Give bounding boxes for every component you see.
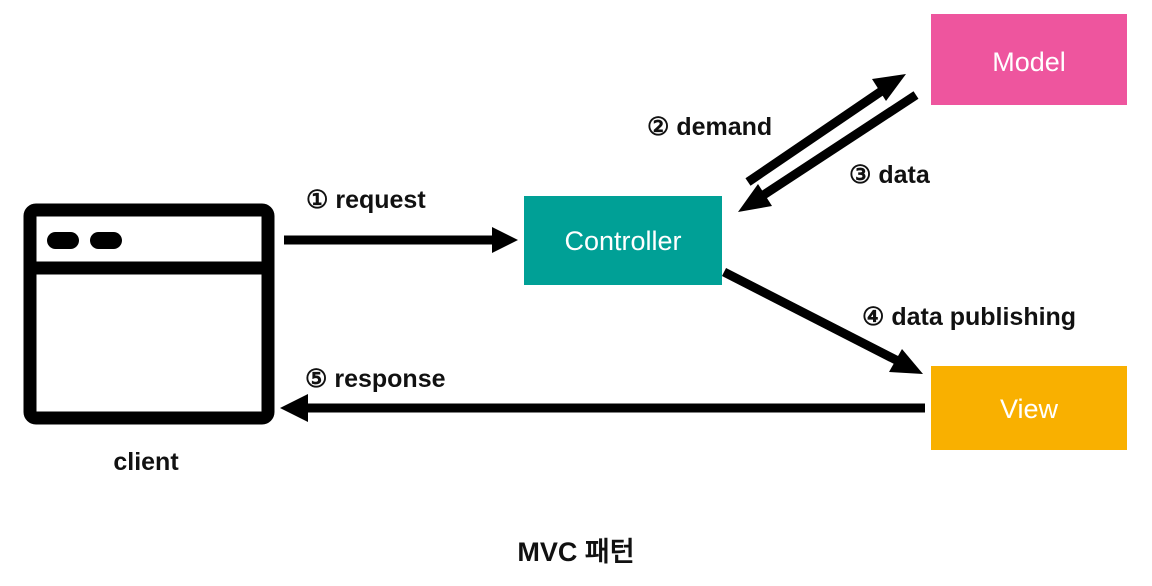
response-arrow-head xyxy=(280,394,308,422)
browser-dot-1-icon xyxy=(47,232,79,249)
client-label: client xyxy=(113,448,179,476)
edge-data xyxy=(738,91,919,212)
view-box[interactable] xyxy=(931,366,1127,450)
client-browser-window-icon[interactable] xyxy=(23,203,275,425)
view-label: View xyxy=(1000,394,1059,424)
model-label: Model xyxy=(992,47,1066,77)
browser-dot-2-icon xyxy=(90,232,122,249)
data-publishing-arrow-line xyxy=(721,267,903,367)
controller-label: Controller xyxy=(564,226,681,256)
edge-response xyxy=(280,394,925,422)
node-view[interactable]: View xyxy=(931,366,1127,450)
node-model[interactable]: Model xyxy=(931,14,1127,105)
edge-label-data-publishing: ④ data publishing xyxy=(862,303,1076,331)
data-arrow-line xyxy=(759,91,919,200)
edge-data-publishing xyxy=(721,267,923,374)
edge-request xyxy=(284,227,518,253)
edge-label-data: ③ data xyxy=(849,161,931,189)
model-box[interactable] xyxy=(931,14,1127,105)
controller-box[interactable] xyxy=(524,196,722,285)
demand-arrow-line xyxy=(745,84,889,186)
data-arrow-head xyxy=(738,184,772,212)
edge-label-response: ⑤ response xyxy=(305,365,446,393)
request-arrow-head xyxy=(492,227,518,253)
edge-label-request: ① request xyxy=(306,186,426,214)
browser-frame xyxy=(23,203,275,425)
diagram-caption: MVC 패턴 xyxy=(517,537,634,567)
demand-arrow-head xyxy=(872,74,906,101)
edge-demand xyxy=(745,74,906,186)
data-publishing-arrow-head xyxy=(889,349,923,374)
edge-label-demand: ② demand xyxy=(647,113,772,141)
node-controller[interactable]: Controller xyxy=(524,196,722,285)
